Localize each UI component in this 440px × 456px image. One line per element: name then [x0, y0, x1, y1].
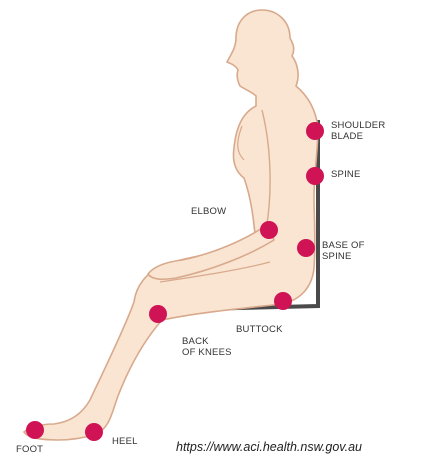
shoulder-blade-label-line2: BLADE — [331, 131, 385, 142]
foot-label: FOOT — [16, 444, 43, 455]
base-of-spine-label-line1: BASE OF — [322, 240, 365, 251]
elbow-label: ELBOW — [191, 206, 226, 217]
back-of-knees-point — [149, 305, 167, 323]
source-url: https://www.aci.health.nsw.gov.au — [176, 440, 362, 454]
base-of-spine-label-line2: SPINE — [322, 251, 365, 262]
back-of-knees-label: BACK OF KNEES — [182, 336, 232, 358]
elbow-point — [260, 221, 278, 239]
foot-point — [26, 421, 44, 439]
spine-point — [306, 167, 324, 185]
spine-label: SPINE — [331, 169, 361, 180]
back-of-knees-label-line1: BACK — [182, 336, 232, 347]
heel-label: HEEL — [112, 436, 138, 447]
base-of-spine-label: BASE OF SPINE — [322, 240, 365, 262]
shoulder-blade-point — [306, 122, 324, 140]
buttock-label: BUTTOCK — [236, 324, 283, 335]
buttock-point — [274, 292, 292, 310]
base-of-spine-point — [297, 239, 315, 257]
heel-point — [85, 423, 103, 441]
shoulder-blade-label: SHOULDER BLADE — [331, 120, 385, 142]
back-of-knees-label-line2: OF KNEES — [182, 347, 232, 358]
shoulder-blade-label-line1: SHOULDER — [331, 120, 385, 131]
